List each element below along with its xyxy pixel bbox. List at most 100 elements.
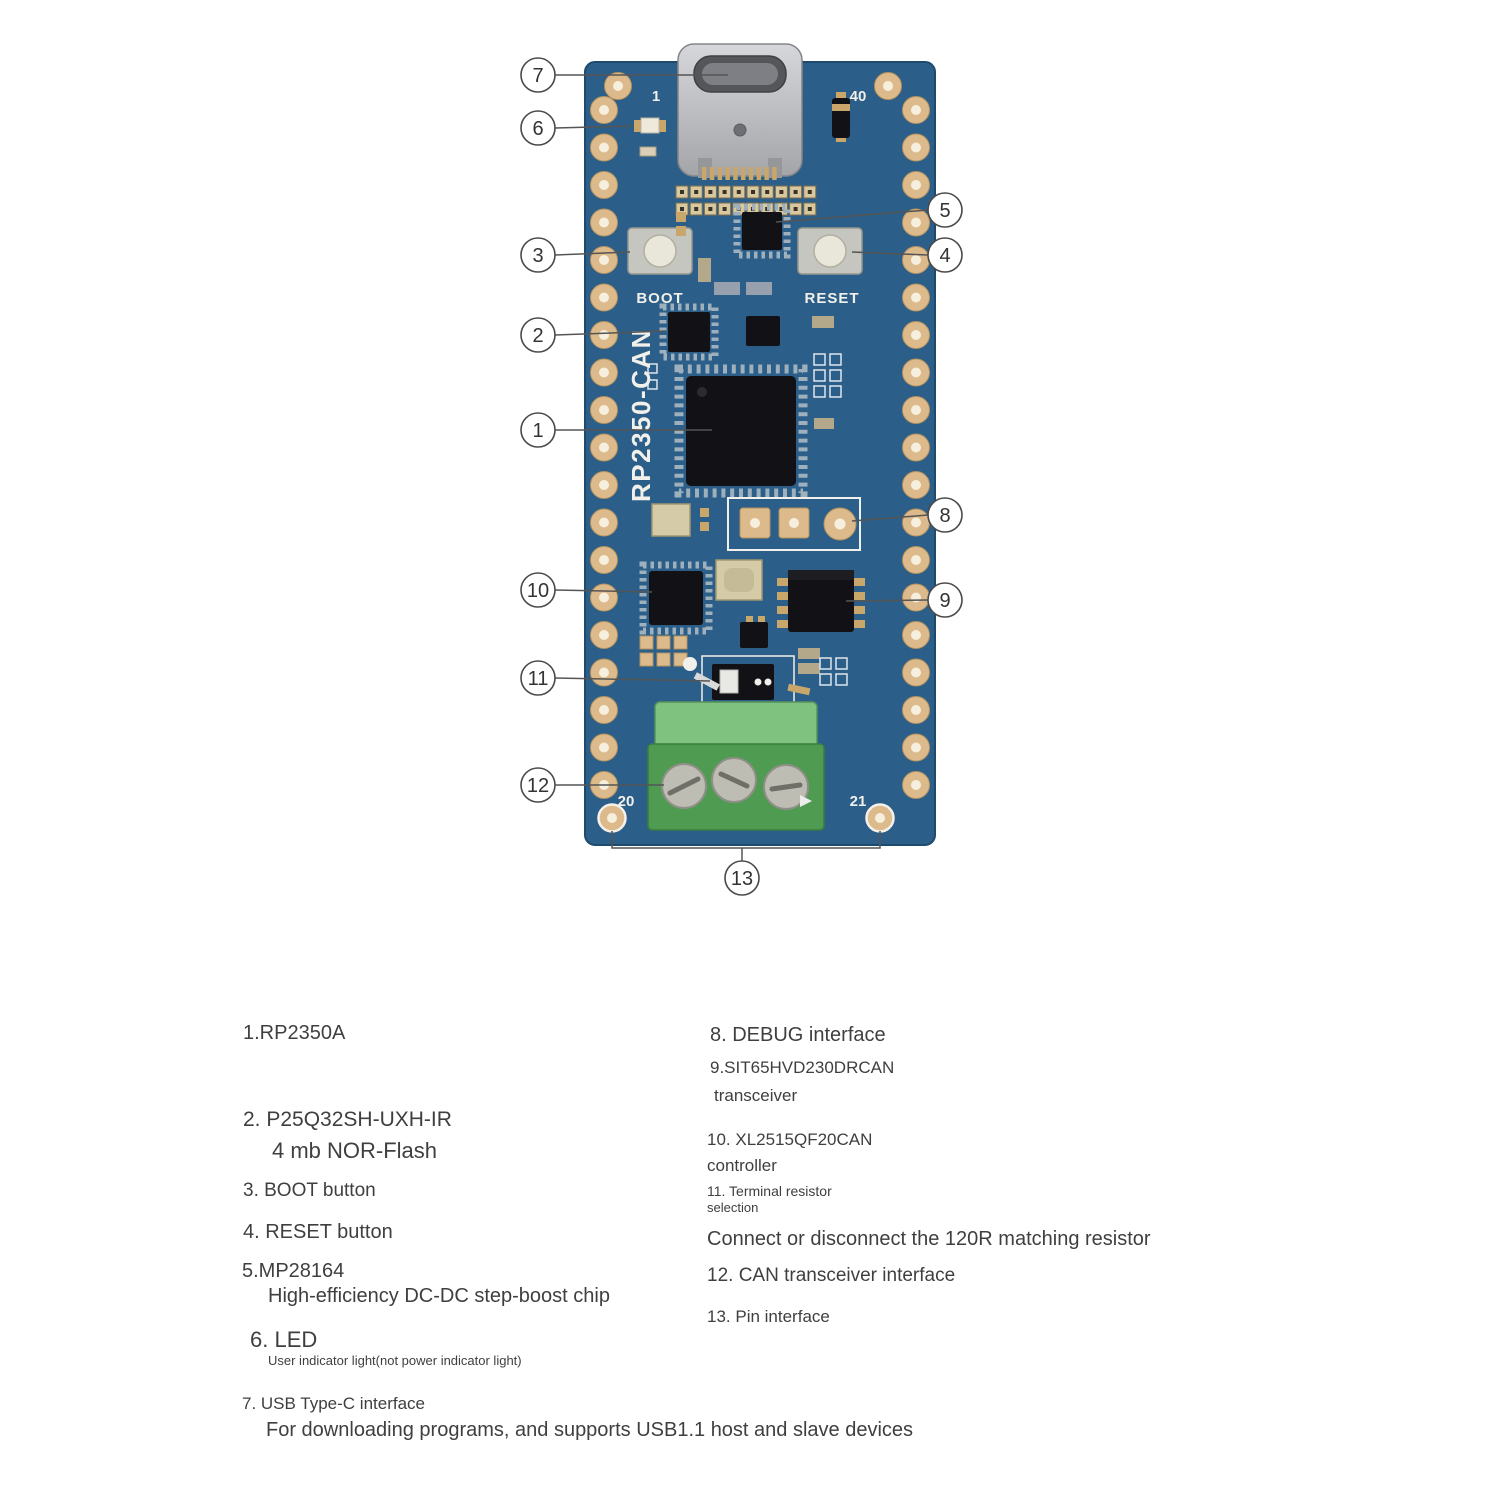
via-square: [647, 363, 658, 374]
small-pad: [656, 652, 671, 667]
small-pad: [700, 508, 709, 517]
legend-item-13: 13. Pin interface: [707, 1307, 830, 1326]
soic-pin: [777, 578, 788, 586]
callout-7: 7: [520, 57, 728, 93]
edge-pad-hole: [911, 742, 921, 753]
capacitor: [714, 282, 740, 295]
edge-pad-hole: [911, 592, 921, 603]
edge-pad-hole: [911, 330, 921, 340]
callout-10-number: 10: [527, 580, 549, 602]
legend-item-10: 10. XL2515QF20CAN: [707, 1130, 873, 1149]
footprint-hole: [708, 207, 713, 211]
led-pad: [658, 120, 666, 132]
boot-button-cap: [643, 234, 677, 268]
switch-mark: [754, 678, 762, 686]
callout-8-number: 8: [939, 505, 950, 527]
usb-smt-pin: [772, 167, 777, 180]
resistor: [814, 418, 834, 429]
led-pad: [634, 120, 642, 132]
via-square: [819, 657, 832, 670]
via-square: [813, 369, 826, 382]
switch-mark: [764, 678, 772, 686]
callout-1: 1: [520, 412, 712, 448]
footprint-hole: [736, 190, 741, 194]
footprint-hole: [694, 207, 699, 211]
legend-item-9: 9.SIT65HVD230DRCAN: [710, 1058, 895, 1077]
usb-smt-pin: [756, 167, 762, 180]
edge-pad-hole: [599, 742, 609, 753]
flash-chip-body: [668, 312, 710, 352]
callout-12: 12: [520, 767, 664, 803]
edge-pad-hole: [599, 255, 609, 265]
legend-item-8: 8. DEBUG interface: [710, 1024, 886, 1046]
oscillator: [651, 503, 691, 537]
edge-pad-hole: [911, 555, 921, 565]
user-led: [634, 117, 666, 157]
pin-label-40: 40: [850, 88, 867, 105]
edge-pad-hole: [911, 217, 921, 228]
callout-13-number: 13: [731, 868, 753, 890]
callout-3: 3: [520, 237, 631, 273]
debug-pad-hole: [750, 518, 760, 528]
flash-chip: [659, 303, 780, 361]
legend-item-12: 12. CAN transceiver interface: [707, 1265, 956, 1286]
edge-pad-hole: [911, 367, 921, 378]
small-pad: [639, 652, 654, 667]
debug-pad-hole: [834, 518, 846, 530]
legend-item-2-sub: 4 mb NOR-Flash: [272, 1138, 438, 1163]
legend-item-1: 1.RP2350A: [243, 1022, 346, 1044]
soic-pin: [854, 620, 865, 628]
debug-interface: [651, 497, 861, 551]
footprint-hole: [793, 207, 798, 211]
via-square: [829, 369, 842, 382]
callout-12-number: 12: [527, 775, 549, 797]
footprint-hole: [793, 190, 798, 194]
edge-pad-hole: [911, 630, 921, 640]
usb-smt-pin: [741, 167, 746, 180]
edge-pad-hole: [911, 442, 921, 453]
small-pad: [639, 635, 654, 650]
small-pad: [700, 522, 709, 531]
usb-smt-pin: [709, 167, 715, 180]
edge-pad-hole: [599, 367, 609, 378]
legend-item-11-note: Connect or disconnect the 120R matching …: [707, 1228, 1151, 1250]
legend-item-2: 2. P25Q32SH-UXH-IR: [243, 1108, 452, 1131]
can-transceiver-top: [788, 570, 854, 580]
callout-11: 11: [520, 660, 711, 696]
resistor: [812, 316, 834, 328]
aux-chip-body: [746, 316, 780, 346]
can-controller-body: [649, 571, 703, 625]
can-controller-chip: [639, 561, 713, 667]
edge-pad-hole: [599, 555, 609, 565]
resistor: [798, 663, 820, 674]
via-square: [813, 385, 826, 398]
board-name-silkscreen: RP2350-CAN: [626, 328, 656, 502]
soic-pin: [854, 606, 865, 614]
legend-item-11-sub: selection: [707, 1200, 759, 1215]
screw-slot: [769, 782, 803, 792]
footprint-hole: [722, 190, 727, 194]
callout-9: 9: [845, 582, 963, 618]
footprint-hole: [680, 207, 684, 211]
arrow-marking: [800, 795, 812, 807]
callout-1-number: 1: [532, 420, 543, 442]
fiducial-dot: [683, 657, 697, 671]
capacitor: [746, 282, 772, 295]
callout-3-number: 3: [532, 245, 543, 267]
usb-slot-inner: [702, 63, 778, 85]
legend-item-5: 5.MP28164: [242, 1260, 345, 1282]
small-ic: [740, 616, 768, 648]
reset-silkscreen: RESET: [804, 290, 859, 307]
footprint-hole: [722, 207, 727, 211]
usb-smt-pin: [717, 167, 723, 180]
mcu-chip: [674, 364, 808, 498]
debug-pad-hole: [789, 518, 799, 528]
edge-pad-hole: [599, 630, 609, 640]
callout-2-number: 2: [532, 325, 543, 347]
soic-pin: [777, 606, 788, 614]
crystal-oscillator: [715, 559, 763, 601]
legend-item-7-sub: For downloading programs, and supports U…: [266, 1419, 914, 1441]
debug-outline: [727, 497, 861, 551]
